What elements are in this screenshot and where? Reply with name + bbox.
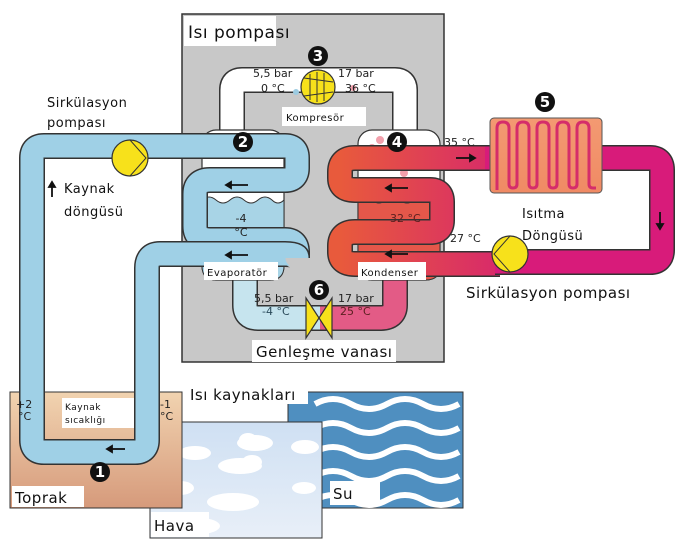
marker-6	[309, 280, 329, 300]
heat-sources-title: Isı kaynakları	[190, 386, 296, 404]
water-label: Su	[333, 485, 353, 503]
condenser-loop-pipe	[328, 146, 500, 276]
compressor-label-bg	[282, 107, 366, 126]
marker-5	[535, 92, 555, 112]
compressor-label: Kompresör	[286, 113, 345, 124]
marker-3	[308, 46, 328, 66]
heating-return-temp: 27 °C	[450, 232, 481, 245]
valve-out-pressure: 5,5 bar	[254, 292, 294, 305]
ground-label: Toprak	[14, 489, 67, 507]
source-pump	[111, 139, 149, 177]
valve-out-temp: -4 °C	[262, 305, 290, 318]
condenser-label-bg	[358, 262, 426, 280]
radiator-coil	[495, 120, 596, 190]
source-temp-label-2: sıcaklığı	[65, 416, 106, 426]
ground-loop-pipe	[20, 390, 159, 464]
ground-in-temp-1: +2	[16, 398, 32, 411]
ground-in-temp-2: °C	[18, 410, 32, 423]
svg-text:2: 2	[238, 133, 248, 151]
evaporator-label: Evaporatör	[207, 268, 268, 279]
heating-loop-label-2: Döngüsü	[522, 229, 583, 244]
bubble	[293, 89, 299, 95]
evaporator-label-bg	[204, 262, 278, 280]
ground-out-temp-1: -1	[160, 398, 171, 411]
compressor-in-temp: 0 °C	[261, 82, 285, 95]
heat-pump-title-bg	[184, 16, 276, 46]
heating-pump	[491, 235, 529, 273]
heat-sources-title-bg	[186, 382, 308, 404]
condenser-temp: 32 °C	[390, 212, 421, 225]
heating-loop-label-1: Isıtma	[522, 207, 565, 222]
marker-1-top	[90, 462, 110, 482]
compressor	[300, 69, 336, 105]
expansion-valve-label: Genleşme vanası	[256, 343, 392, 361]
svg-text:5: 5	[540, 93, 550, 111]
marker-2	[233, 132, 253, 152]
evaporator-temp-2: °C	[234, 226, 248, 239]
expansion-valve	[305, 295, 333, 341]
valve-in-pressure: 17 bar	[338, 292, 374, 305]
bubble	[376, 136, 384, 144]
compressor-out-temp: 36 °C	[345, 82, 376, 95]
water-label-bg	[330, 481, 380, 505]
svg-text:4: 4	[392, 133, 402, 151]
marker-4	[387, 132, 407, 152]
source-loop-pipe	[20, 134, 309, 420]
heating-supply-temp: 35 °C	[444, 136, 475, 149]
compressor-in-pressure: 5,5 bar	[253, 67, 293, 80]
source-pump-label-2: pompası	[47, 116, 106, 131]
source-temp-label-1: Kaynak	[65, 403, 101, 413]
air-label: Hava	[154, 517, 195, 535]
condenser-label: Kondenser	[361, 268, 419, 279]
ground-flow-arrow	[105, 444, 125, 454]
source-pump-label-1: Sirkülasyon	[47, 96, 127, 111]
svg-text:3: 3	[313, 47, 323, 65]
source-temp-label-bg	[62, 398, 134, 428]
svg-text:6: 6	[314, 281, 324, 299]
valve-in-temp: 25 °C	[340, 305, 371, 318]
heating-pump-label: Sirkülasyon pompası	[466, 284, 631, 302]
heat-pump-title: Isı pompası	[188, 23, 290, 43]
air-label-bg	[151, 512, 209, 537]
expansion-valve-label-bg	[252, 340, 396, 362]
source-loop-label-1: Kaynak	[64, 182, 115, 197]
ground-out-temp-2: °C	[160, 410, 174, 423]
heating-loop-pipe	[485, 146, 674, 274]
source-loop-label-2: döngüsü	[64, 205, 123, 220]
bubble	[350, 85, 356, 91]
svg-text:1: 1	[95, 463, 105, 481]
evaporator-temp-1: -4	[236, 212, 247, 225]
compressor-out-pressure: 17 bar	[338, 67, 374, 80]
radiator	[489, 117, 603, 194]
ground-label-bg	[12, 486, 84, 507]
